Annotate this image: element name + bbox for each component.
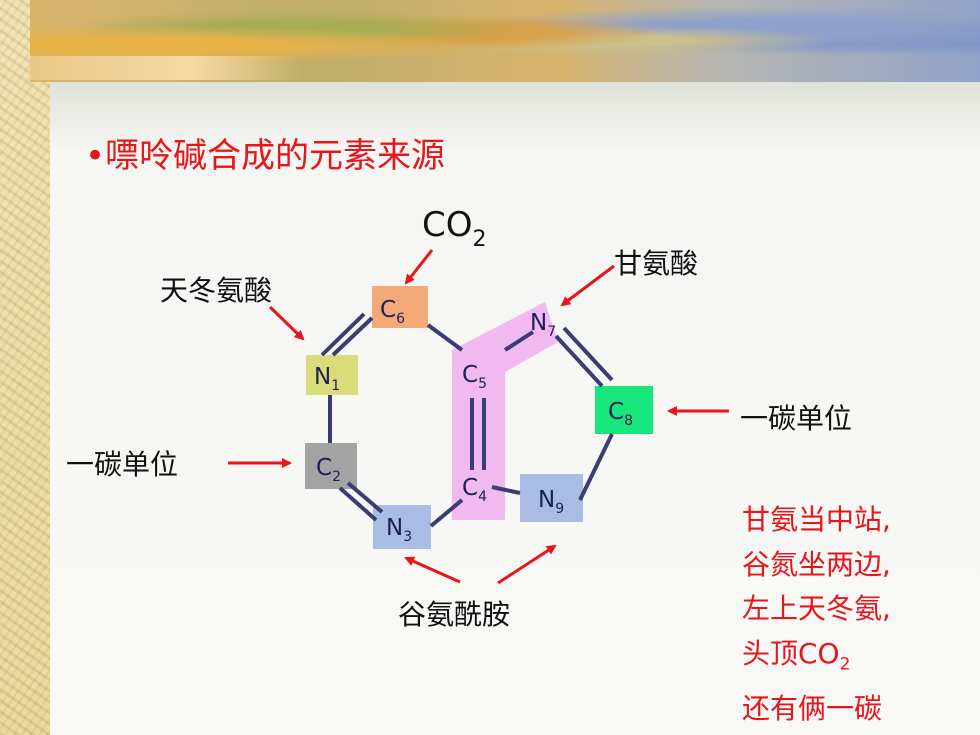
atom-box-c6 (372, 286, 428, 328)
mnemonic-line: 甘氨当中站, (742, 503, 891, 536)
atom-c6: C6 (380, 297, 405, 327)
arrow-glycine (560, 264, 615, 307)
atom-n9: N9 (538, 487, 564, 517)
atom-box-n9 (520, 474, 583, 522)
arrow-co2 (404, 249, 434, 285)
content-panel (50, 82, 980, 735)
mnemonic-text: 甘氨当中站, 谷氮坐两边, 左上天冬氨, 头顶CO2 还有俩一碳 (742, 498, 891, 731)
mnemonic-line: 还有俩一碳 (742, 691, 883, 725)
atom-c4: C4 (462, 475, 487, 505)
banner-strip (30, 56, 300, 80)
source-arrows (228, 249, 729, 585)
atom-box-n3 (373, 505, 431, 549)
label-glycine: 甘氨酸 (614, 247, 698, 280)
atom-n1: N1 (314, 364, 340, 394)
atom-c8: C8 (608, 399, 633, 429)
label-aspartate: 天冬氨酸 (160, 274, 272, 307)
glycine-highlight (452, 302, 558, 520)
atom-c2: C2 (316, 455, 341, 485)
mnemonic-line: 左上天冬氨, (742, 592, 891, 625)
label-one-carbon-left: 一碳单位 (66, 448, 178, 481)
label-glutamine: 谷氨酰胺 (398, 598, 510, 631)
label-one-carbon-right: 一碳单位 (740, 402, 852, 435)
atom-n7: N7 (530, 310, 556, 340)
arrow-glutamine-right (497, 544, 557, 585)
atom-c5: C5 (462, 362, 487, 392)
bonds (320, 312, 614, 528)
arrow-glutamine-left (404, 556, 461, 584)
mnemonic-line: 谷氮坐两边, (742, 547, 891, 581)
atom-box-c8 (595, 386, 653, 434)
atom-box-c2 (305, 443, 357, 489)
label-co2: CO2 (422, 205, 487, 252)
atom-n3: N3 (386, 515, 412, 545)
mnemonic-line-co2: 头顶CO2 (742, 636, 851, 675)
slide-title: •嘌呤碱合成的元素来源 (85, 136, 446, 176)
atom-box-n1 (306, 355, 358, 395)
arrow-aspartate (268, 305, 305, 341)
